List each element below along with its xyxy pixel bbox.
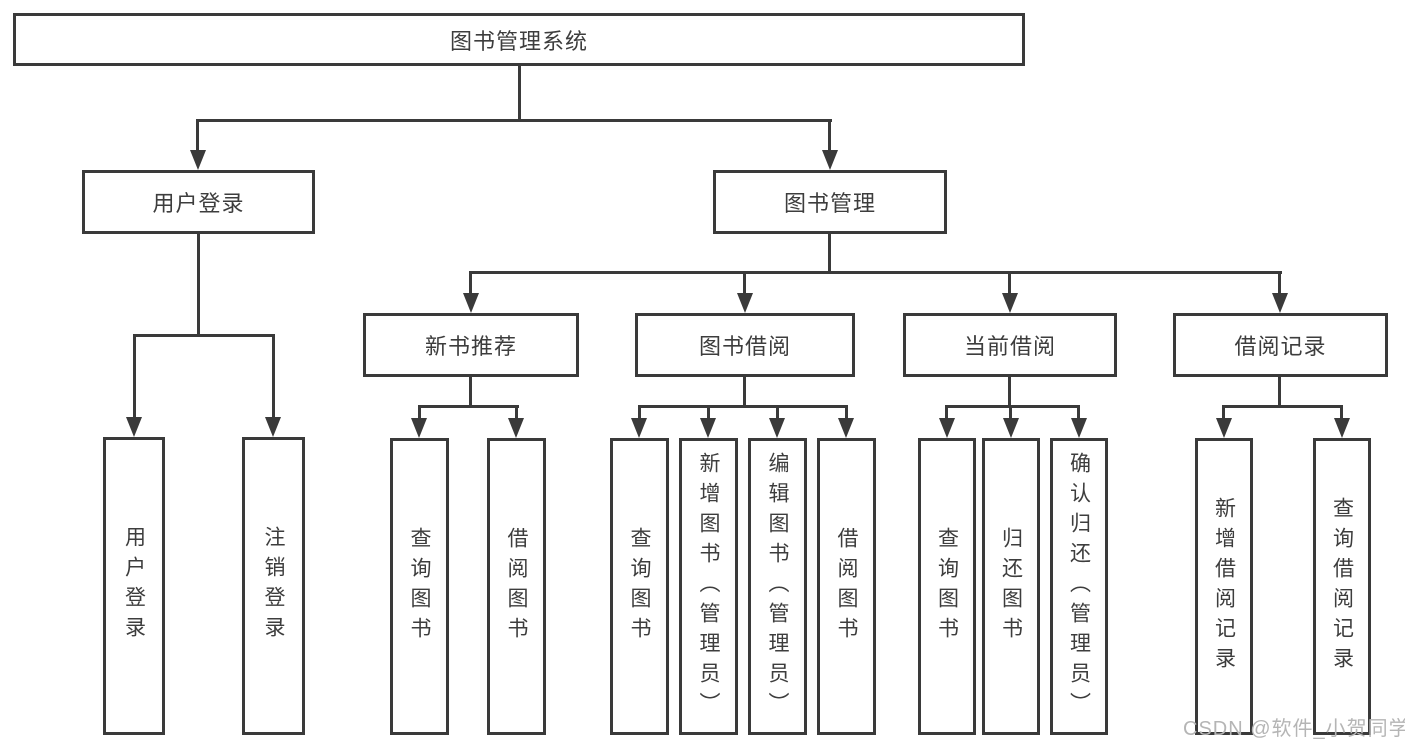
connector-manage-drop-recommend	[469, 274, 472, 295]
connector-manage-drop-borrow	[743, 274, 746, 295]
connector-records-drop-2	[1340, 408, 1343, 420]
arrowhead-down-logout	[265, 417, 281, 437]
arrowhead-down-current	[1002, 293, 1018, 313]
connector-borrow-drop-3	[776, 408, 779, 420]
connector-manage-bar	[469, 271, 1282, 274]
connector-recommend-drop-2	[515, 408, 518, 420]
connector-borrow-drop-4	[845, 408, 848, 420]
connector-login-drop-2	[272, 336, 275, 417]
connector-records-stem	[1278, 377, 1281, 408]
connector-borrow-bar	[638, 405, 848, 408]
leaf-borrow-query-books: 查询图书	[610, 438, 669, 735]
node-book-borrow: 图书借阅	[635, 313, 855, 377]
leaf-borrow-add-book-admin: 新增图书（管理员）	[679, 438, 738, 735]
leaf-current-return-book: 归还图书	[982, 438, 1040, 735]
connector-borrow-drop-2	[707, 408, 710, 420]
connector-borrow-stem	[743, 377, 746, 408]
arrowhead-down-recommend-borrow	[508, 418, 524, 438]
connector-recommend-stem	[469, 377, 472, 408]
csdn-watermark: CSDN @软件_小贺同学	[1183, 718, 1405, 740]
connector-current-stem	[1008, 377, 1011, 408]
arrowhead-down-borrow-query	[631, 418, 647, 438]
leaf-records-add-record: 新增借阅记录	[1195, 438, 1253, 735]
arrowhead-down-current-query	[939, 418, 955, 438]
leaf-borrow-borrow-books: 借阅图书	[817, 438, 876, 735]
arrowhead-down-recommend-query	[411, 418, 427, 438]
arrowhead-down-borrow-add	[700, 418, 716, 438]
leaf-user-login: 用户登录	[103, 437, 165, 735]
leaf-borrow-edit-book-admin: 编辑图书（管理员）	[748, 438, 807, 735]
arrowhead-down-manage	[822, 150, 838, 170]
connector-manage-stem	[828, 234, 831, 274]
connector-manage-drop-records	[1278, 274, 1281, 295]
arrowhead-down-borrow-borrow	[838, 418, 854, 438]
connector-current-drop-2	[1009, 408, 1012, 420]
connector-current-bar	[945, 405, 1080, 408]
arrowhead-down-records-query	[1334, 418, 1350, 438]
connector-root-drop-login	[196, 121, 199, 152]
connector-records-drop-1	[1222, 408, 1225, 420]
node-current-borrow: 当前借阅	[903, 313, 1117, 377]
arrowhead-down-current-return	[1003, 418, 1019, 438]
connector-root-bar	[196, 119, 832, 122]
arrowhead-down-user-login	[126, 417, 142, 437]
node-borrow-records: 借阅记录	[1173, 313, 1388, 377]
connector-login-stem	[197, 234, 200, 337]
connector-borrow-drop-1	[638, 408, 641, 420]
connector-login-drop-1	[133, 336, 136, 417]
arrowhead-down-borrow	[737, 293, 753, 313]
connector-root-stem	[518, 66, 521, 121]
connector-current-drop-3	[1077, 408, 1080, 420]
connector-root-drop-manage	[828, 121, 831, 152]
leaf-current-confirm-return-admin: 确认归还（管理员）	[1050, 438, 1108, 735]
leaf-recommend-borrow-books: 借阅图书	[487, 438, 546, 735]
arrowhead-down-current-confirm	[1071, 418, 1087, 438]
node-user-login: 用户登录	[82, 170, 315, 234]
arrowhead-down-records-add	[1216, 418, 1232, 438]
connector-recommend-bar	[418, 405, 519, 408]
node-new-book-recommend: 新书推荐	[363, 313, 579, 377]
arrowhead-down-borrow-edit	[769, 418, 785, 438]
leaf-records-query-record: 查询借阅记录	[1313, 438, 1371, 735]
node-library-management-system: 图书管理系统	[13, 13, 1025, 66]
connector-current-drop-1	[945, 408, 948, 420]
arrowhead-down-records	[1272, 293, 1288, 313]
connector-recommend-drop-1	[418, 408, 421, 420]
node-book-management: 图书管理	[713, 170, 947, 234]
arrowhead-down-recommend	[463, 293, 479, 313]
leaf-logout: 注销登录	[242, 437, 305, 735]
arrowhead-down-login	[190, 150, 206, 170]
connector-manage-drop-current	[1008, 274, 1011, 295]
connector-login-bar	[133, 334, 275, 337]
leaf-recommend-query-books: 查询图书	[390, 438, 449, 735]
leaf-current-query-books: 查询图书	[918, 438, 976, 735]
connector-records-bar	[1222, 405, 1343, 408]
